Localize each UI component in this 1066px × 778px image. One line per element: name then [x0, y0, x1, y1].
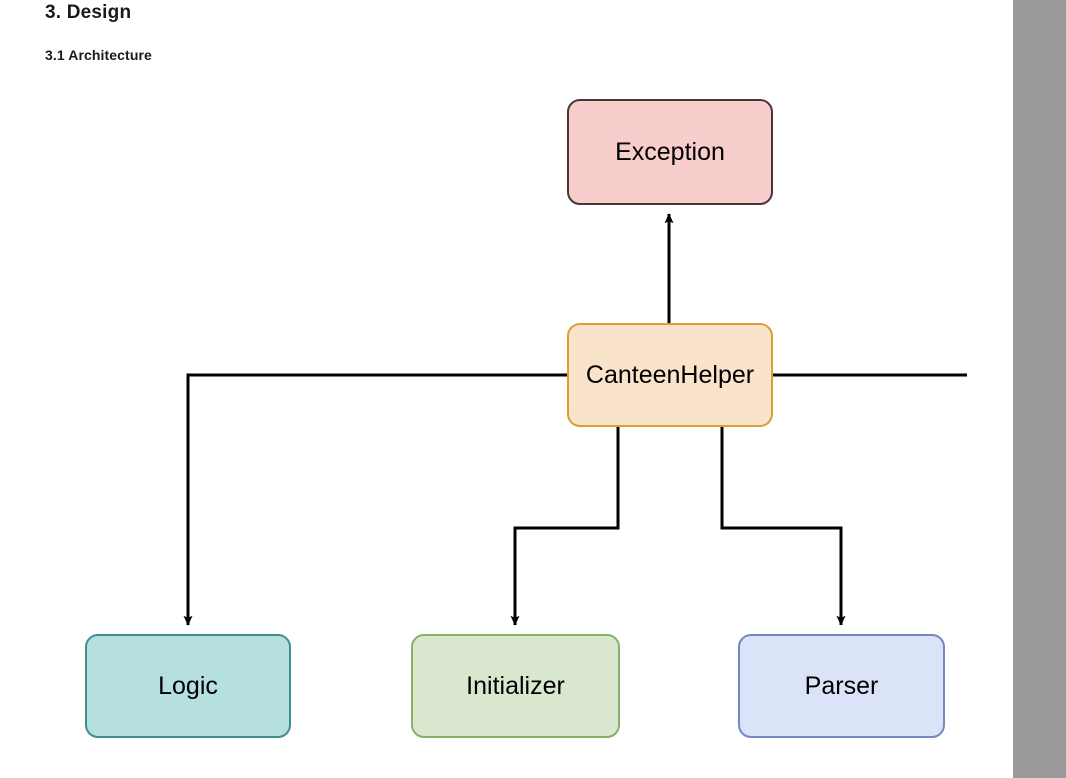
architecture-diagram: Exception CanteenHelper Logic Initialize…: [85, 99, 967, 738]
node-logic-label: Logic: [158, 671, 218, 700]
node-exception[interactable]: Exception: [567, 99, 773, 205]
node-initializer[interactable]: Initializer: [411, 634, 620, 738]
edge-canteenhelper-to-initializer: [510, 427, 620, 626]
node-parser-label: Parser: [804, 671, 879, 700]
node-exception-label: Exception: [615, 137, 725, 166]
node-parser[interactable]: Parser: [738, 634, 945, 738]
page-title: 3. Design: [45, 2, 132, 23]
node-canteenhelper[interactable]: CanteenHelper: [567, 323, 773, 427]
edge-canteenhelper-to-logic: [183, 373, 567, 626]
edge-canteenhelper-to-parser: [720, 427, 846, 626]
node-initializer-label: Initializer: [466, 671, 565, 700]
section-subtitle: 3.1 Architecture: [45, 47, 152, 63]
vertical-scrollbar-gutter[interactable]: [1013, 0, 1066, 778]
node-canteenhelper-label: CanteenHelper: [585, 360, 755, 389]
node-logic[interactable]: Logic: [85, 634, 291, 738]
